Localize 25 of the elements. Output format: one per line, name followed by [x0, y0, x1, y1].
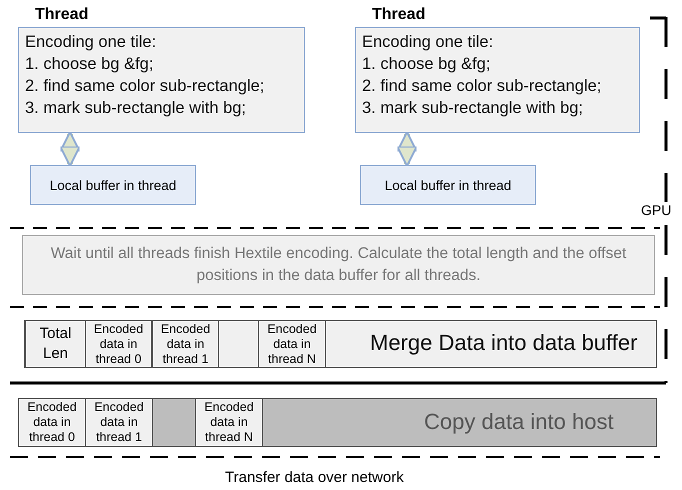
buffer-box: Local buffer in thread	[360, 165, 536, 205]
double-arrow	[396, 131, 418, 167]
step-text: 1. choose bg &fg;	[362, 54, 492, 75]
data-cell: Encoded data in thread 0	[18, 398, 86, 447]
box-heading: Encoding one tile:	[362, 32, 494, 53]
data-row-box	[24, 320, 657, 368]
row-title: Copy data into host	[424, 409, 614, 435]
thread-heading: Thread	[35, 6, 88, 24]
data-cell: Encoded data in thread 1	[85, 398, 153, 447]
data-row-box	[18, 398, 657, 447]
double-arrow	[59, 131, 81, 167]
step-text: 3. mark sub-rectangle with bg;	[25, 98, 248, 119]
step-text: 2. find same color sub-rectangle;	[25, 76, 266, 97]
data-cell: Encoded data in thread N	[195, 398, 263, 447]
process-box: Wait until all threads finish Hextile encoding. Calculate the total length and the offset positions in the data buffer for all threads.	[22, 235, 655, 295]
side-label: GPU	[641, 202, 672, 218]
buffer-box: Local buffer in thread	[30, 165, 196, 205]
step-text: 1. choose bg &fg;	[25, 54, 154, 75]
thread-heading: Thread	[372, 6, 426, 24]
step-text: 3. mark sub-rectangle with bg;	[362, 98, 584, 119]
box-heading: Encoding one tile:	[25, 32, 158, 53]
row-title: Merge Data into data buffer	[370, 330, 638, 356]
data-cell: Encoded data in thread N	[258, 320, 326, 368]
data-cell: Encoded data in thread 1	[152, 320, 219, 368]
step-text: 2. find same color sub-rectangle;	[362, 76, 602, 97]
